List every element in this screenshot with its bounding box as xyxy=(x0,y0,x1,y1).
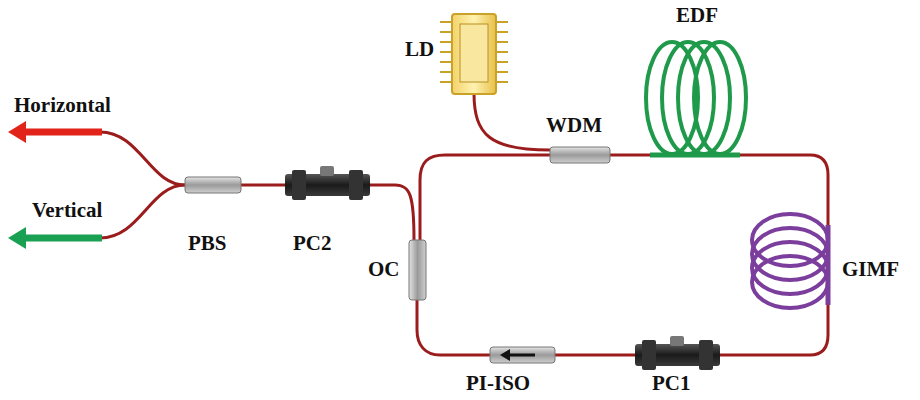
gimf-fiber xyxy=(826,225,831,305)
ld-pin xyxy=(496,61,508,63)
edf-fiber xyxy=(650,153,740,158)
part-label: LD xyxy=(405,38,434,61)
ld-pin xyxy=(440,51,452,53)
part-label: WDM xyxy=(546,114,602,137)
polarization-controller xyxy=(285,166,370,200)
ld-pin xyxy=(440,81,452,83)
part-label: GIMF xyxy=(842,258,899,281)
fiber xyxy=(474,93,550,150)
ld-pin xyxy=(496,41,508,43)
isolator-body xyxy=(490,347,555,363)
coil-loop xyxy=(646,42,698,154)
ld-pin xyxy=(440,61,452,63)
fiber xyxy=(555,354,635,357)
coil-loop xyxy=(694,42,746,154)
pbs-body xyxy=(185,177,241,193)
output-arrows xyxy=(8,121,102,249)
ld-pin xyxy=(440,71,452,73)
fiber xyxy=(100,93,828,355)
fiber xyxy=(240,184,285,187)
part-label: PBS xyxy=(188,232,227,255)
coil-loop xyxy=(752,242,828,294)
ld-pin xyxy=(496,31,508,33)
pc-knob xyxy=(642,340,656,370)
pc-knob xyxy=(699,340,713,370)
ld-pin xyxy=(440,31,452,33)
ld-pin xyxy=(496,51,508,53)
coil-loop xyxy=(678,42,730,154)
edf-coil xyxy=(646,42,746,154)
fiber xyxy=(100,185,185,238)
pc-knob xyxy=(670,336,684,346)
pc-knob xyxy=(349,170,363,200)
fiber xyxy=(420,155,550,240)
pc-knob xyxy=(320,166,334,176)
arrow-head xyxy=(8,121,26,143)
polarization-controller xyxy=(635,336,720,370)
part-label: PC1 xyxy=(652,372,691,395)
ld-pin xyxy=(496,21,508,23)
gimf-coil xyxy=(752,214,828,308)
coil-loop xyxy=(752,256,828,308)
part-label: Horizontal xyxy=(14,94,111,117)
isolator-arrow-head xyxy=(500,349,510,361)
pc-knob xyxy=(292,170,306,200)
ld-pin xyxy=(496,71,508,73)
fiber xyxy=(100,132,185,185)
part-label: PI-ISO xyxy=(466,372,530,395)
arrow-head xyxy=(8,227,26,249)
part-label: OC xyxy=(368,258,400,281)
fiber xyxy=(370,185,414,240)
fiber xyxy=(417,300,490,355)
ld-window xyxy=(460,24,488,82)
ld-pin xyxy=(496,81,508,83)
laser-diode xyxy=(452,14,496,94)
wdm-body xyxy=(550,147,610,163)
coil-loop xyxy=(662,42,714,154)
ld-pins xyxy=(440,22,508,82)
part-label: Vertical xyxy=(32,199,102,222)
isolator-arrow xyxy=(507,354,535,357)
arrow-shaft xyxy=(22,129,102,136)
oc-body xyxy=(409,240,426,300)
part-label: EDF xyxy=(676,4,718,27)
ld-pin xyxy=(440,21,452,23)
part-label: PC2 xyxy=(293,232,332,255)
arrow-shaft xyxy=(22,235,102,242)
ld-pin xyxy=(440,41,452,43)
fiber xyxy=(610,155,828,355)
